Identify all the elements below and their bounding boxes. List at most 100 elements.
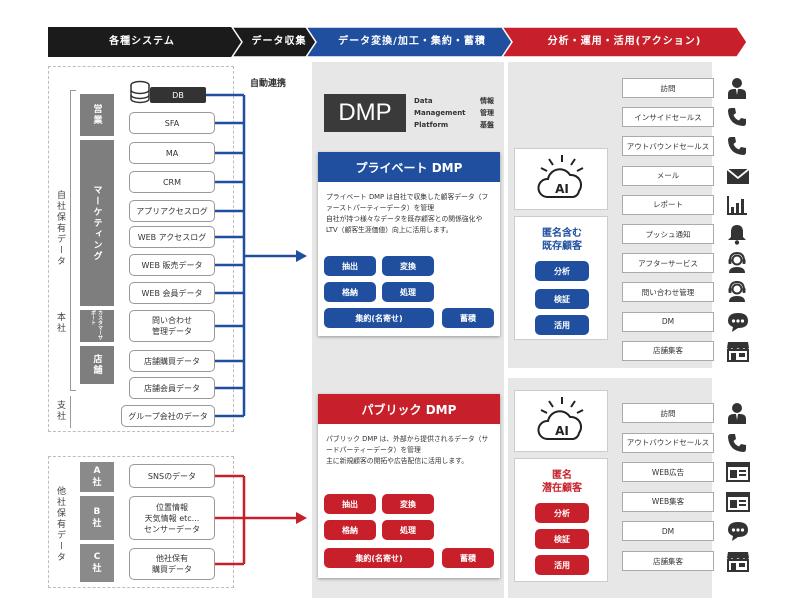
action-item: 問い合わせ管理 [622,282,714,303]
action-item: 訪問 [622,78,714,98]
store-icon [726,550,749,572]
stage-collection: データ収集 [251,36,307,47]
action-item: アウトバウンドセールス [622,432,714,453]
private-dmp-desc: プライベート DMP は自社で収集した顧客データ（ファーストパーティーデータ）を… [326,193,489,234]
public-store-button: 格納 [324,520,376,540]
action-item: アフターサービス [622,253,714,274]
private-convert-button: 変換 [382,256,434,276]
source-inquiry: 問い合わせ 管理データ [129,310,215,342]
action-item: WEB広告 [622,462,714,483]
support-icon [726,281,748,303]
other-data-label: 他社保有データ [55,486,65,563]
branch-label: 支社 [55,400,65,422]
stage-transform: データ変換/加工・集約・蓄積 [338,36,486,47]
report-icon [726,194,748,216]
stage-systems: 各種システム [109,36,175,47]
potential-verify-button: 検証 [535,529,589,549]
private-store-button: 格納 [324,282,376,302]
private-dmp-card: プライベート DMP プライベート DMP は自社で収集した顧客データ（ファース… [318,152,500,336]
existing-analyze-button: 分析 [535,261,589,281]
source-store-purchase: 店舗購買データ [129,350,215,372]
source-crm: CRM [129,171,215,193]
partner-c: C 社 [80,544,114,582]
hq-bracket [70,90,71,390]
action-item: 店舗集客 [622,340,714,361]
private-extract-button: 抽出 [324,256,376,276]
phone-icon [726,106,748,128]
action-item: WEB集客 [622,491,714,512]
source-web-log: WEB アクセスログ [129,226,215,248]
own-data-box [48,66,234,432]
public-extract-button: 抽出 [324,494,376,514]
ai-cloud-icon: AI [537,155,584,198]
existing-customer-title: 匿名含む 既存顧客 [542,228,582,252]
ai-box-top: AI [514,148,608,210]
action-item: アウトバウンドセールス [622,136,714,157]
support-icon [726,252,748,274]
private-aggregate-button: 集約(名寄せ) [324,308,434,328]
ai-text-top: AI [555,182,569,196]
dept-marketing: マーケティング [80,140,114,306]
branch-bracket [70,396,71,428]
web-icon [726,491,750,513]
action-item: レポート [622,194,714,215]
other-data-box [48,456,234,588]
ai-text-bottom: AI [555,424,569,438]
phone-icon [726,135,748,157]
potential-analyze-button: 分析 [535,503,589,523]
public-accumulate-button: 蓄積 [442,548,494,568]
private-process-button: 処理 [382,282,434,302]
public-dmp-card: パブリック DMP パブリック DMP は、外部から提供されるデータ（サードパー… [318,394,500,578]
own-data-label: 自社保有データ [55,190,65,267]
partner-b: B 社 [80,496,114,540]
source-sns: SNSのデータ [129,464,215,488]
dmp-logo: DMP [324,94,406,132]
stage-action: 分析・運用・活用(アクション) [547,36,702,47]
action-item: メール [622,165,714,186]
public-convert-button: 変換 [382,494,434,514]
partner-a: A 社 [80,462,114,492]
mail-icon [726,165,750,187]
source-db: DB [150,87,206,103]
dmp-management-ja: 管理 [480,109,494,117]
bell-icon [726,223,748,245]
dmp-platform-ja: 基盤 [480,121,494,129]
source-store-member: 店舗会員データ [129,377,215,399]
potential-customer-title: 匿名 潜在顧客 [542,470,582,494]
action-item: インサイドセールス [622,107,714,128]
phone-icon [726,432,748,454]
public-dmp-desc: パブリック DMP は、外部から提供されるデータ（サードパーティーデータ）を管理… [326,435,489,465]
source-other-purchase: 他社保有 購買データ [129,548,215,580]
ai-box-bottom: AI [514,390,608,452]
action-item: プッシュ通知 [622,224,714,244]
chat-icon [726,520,748,542]
potential-utilize-button: 活用 [535,555,589,575]
action-item: DM [622,311,714,332]
dmp-data-word: Data [414,97,433,105]
source-web-member: WEB 会員データ [129,282,215,304]
private-accumulate-button: 蓄積 [442,308,494,328]
chat-icon [726,311,748,333]
dmp-data-ja: 情報 [480,97,494,105]
public-aggregate-button: 集約(名寄せ) [324,548,434,568]
dept-support: カスタマーサポート [80,310,114,342]
database-icon [130,80,150,104]
person-icon [726,402,748,424]
action-item: 訪問 [622,403,714,423]
header-flow [48,26,748,58]
person-icon [726,77,748,99]
source-ma: MA [129,142,215,164]
auto-link-label: 自動連携 [250,79,287,89]
source-app-log: アプリアクセスログ [129,200,215,222]
public-dmp-title: パブリック DMP [318,394,500,424]
hq-label: 本社 [55,312,65,334]
dmp-management-word: Management [414,109,466,117]
public-process-button: 処理 [382,520,434,540]
store-icon [726,340,749,362]
dept-sales: 営業 [80,94,114,136]
ai-cloud-icon: AI [537,397,584,440]
source-group: グループ会社のデータ [121,405,215,427]
existing-customer-box: 匿名含む 既存顧客 分析 検証 活用 [514,216,608,340]
source-web-sales: WEB 販売データ [129,254,215,276]
